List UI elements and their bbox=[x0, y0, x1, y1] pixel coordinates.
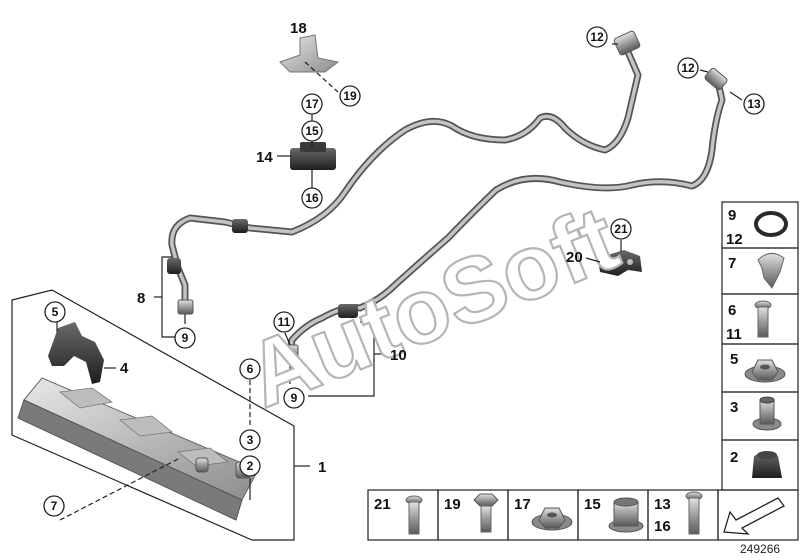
callout-4: 4 bbox=[120, 360, 129, 377]
callout-5: 5 bbox=[52, 305, 59, 319]
reference-number: 249266 bbox=[740, 542, 780, 556]
callout-6: 6 bbox=[247, 362, 254, 376]
grommet-icon bbox=[752, 451, 782, 478]
sleeve-icon bbox=[608, 497, 644, 533]
callout-18: 18 bbox=[290, 20, 307, 37]
holder-part-20 bbox=[598, 240, 642, 276]
panel-label-12: 12 bbox=[726, 231, 743, 248]
callout-11: 11 bbox=[278, 315, 291, 329]
bolt-icon bbox=[754, 300, 772, 338]
callout-12-upper: 12 bbox=[590, 30, 604, 44]
panel-label-5: 5 bbox=[730, 351, 738, 368]
callout-9-lower: 9 bbox=[291, 391, 298, 405]
bracket-part-4 bbox=[48, 322, 116, 384]
callout-12-right: 12 bbox=[681, 61, 695, 75]
callout-17: 17 bbox=[305, 97, 319, 111]
panel-label-11: 11 bbox=[726, 326, 742, 343]
callouts: 18 19 17 15 14 16 12 12 13 21 20 8 9 11 … bbox=[43, 20, 765, 517]
panel-label-3: 3 bbox=[730, 399, 738, 416]
callout-20: 20 bbox=[566, 249, 583, 266]
panel-label-15: 15 bbox=[584, 496, 601, 513]
callout-16: 16 bbox=[305, 191, 319, 205]
callout-2: 2 bbox=[247, 459, 254, 473]
callout-10: 10 bbox=[390, 347, 407, 364]
callout-14: 14 bbox=[256, 149, 273, 166]
bracket-part-18 bbox=[279, 34, 340, 93]
callout-15: 15 bbox=[305, 124, 319, 138]
panel-label-2: 2 bbox=[730, 449, 738, 466]
callout-19: 19 bbox=[343, 89, 357, 103]
panel-label-9: 9 bbox=[728, 207, 736, 224]
callout-13: 13 bbox=[747, 97, 761, 111]
callout-21: 21 bbox=[614, 222, 628, 236]
panel-label-13: 13 bbox=[654, 496, 671, 513]
panel-label-6: 6 bbox=[728, 302, 736, 319]
panel-label-7: 7 bbox=[728, 255, 736, 272]
callout-3: 3 bbox=[247, 433, 254, 447]
panel-label-19: 19 bbox=[444, 496, 461, 513]
rivet-nut-icon bbox=[752, 396, 782, 431]
callout-9-upper: 9 bbox=[182, 331, 189, 345]
assembly-bracket-10 bbox=[284, 321, 386, 397]
callout-7: 7 bbox=[51, 499, 58, 513]
parts-panel-bottom bbox=[367, 489, 799, 541]
flange-nut-icon bbox=[531, 507, 573, 531]
hose-line-8 bbox=[167, 30, 642, 315]
panel-label-16: 16 bbox=[654, 518, 671, 535]
o-ring-icon bbox=[754, 211, 788, 237]
clamp-part-14 bbox=[290, 102, 336, 188]
hex-bolt-icon bbox=[473, 493, 499, 533]
callout-8: 8 bbox=[137, 290, 145, 307]
flange-nut-icon bbox=[744, 359, 786, 383]
hose-line-10 bbox=[282, 67, 728, 360]
direction-arrow-icon bbox=[723, 497, 785, 535]
panel-label-21: 21 bbox=[374, 496, 391, 513]
screw-icon bbox=[405, 495, 423, 535]
clip-icon bbox=[757, 253, 785, 289]
panel-label-17: 17 bbox=[514, 496, 531, 513]
bolt-icon bbox=[685, 491, 703, 535]
oil-cooler-part-1 bbox=[11, 289, 310, 541]
callout-1: 1 bbox=[318, 459, 326, 476]
